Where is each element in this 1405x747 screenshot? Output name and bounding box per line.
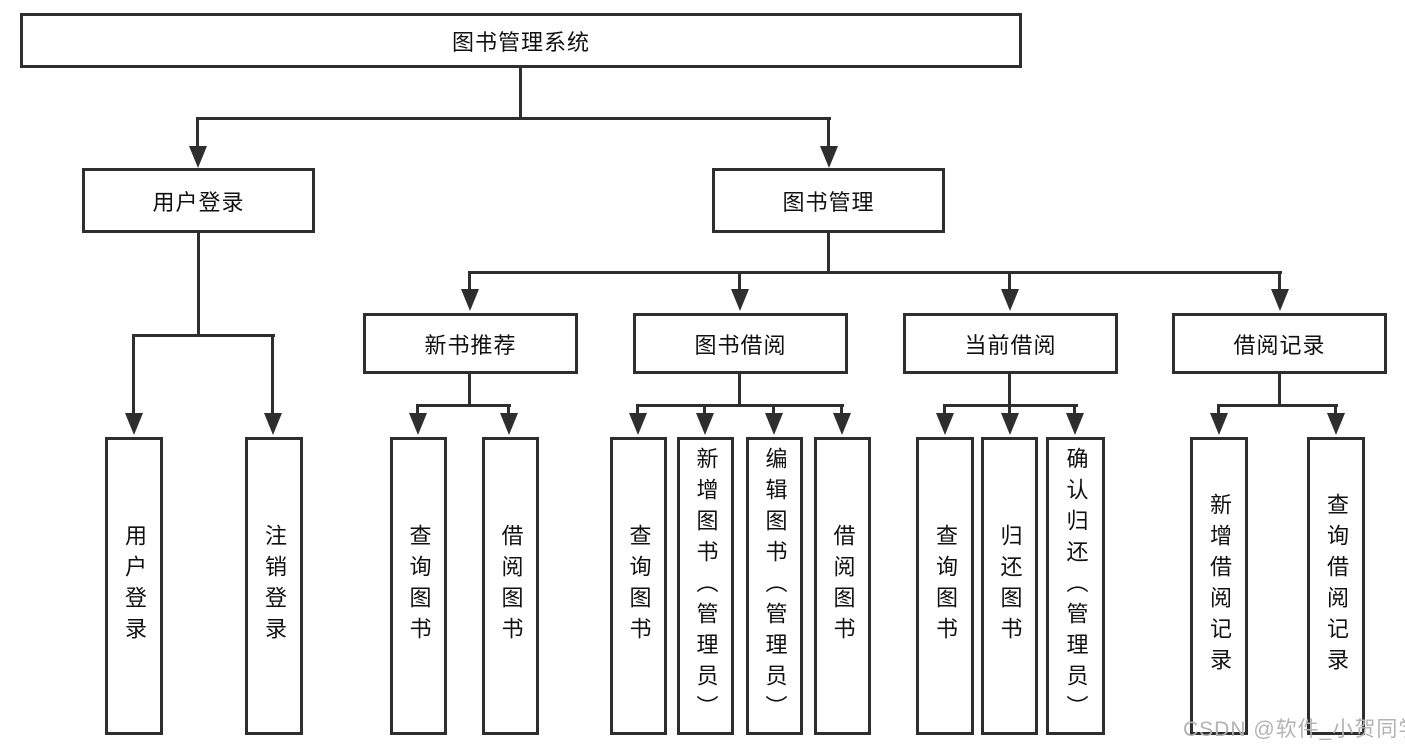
connector-line — [1278, 372, 1281, 407]
connector-line — [519, 66, 522, 119]
node-borrowing-records-label: 借阅记录 — [1233, 332, 1326, 358]
node-new-book-recommend: 新书推荐 — [363, 313, 578, 374]
arrow-down-icon — [196, 117, 199, 146]
node-new-book-recommend-label: 新书推荐 — [424, 332, 517, 358]
node-leaf-edit-books-admin: 编辑图书（管理员） — [746, 437, 803, 735]
connector-line — [133, 334, 275, 337]
node-book-borrowing: 图书借阅 — [633, 313, 848, 374]
node-leaf-query-borrow-record: 查询借阅记录 — [1307, 437, 1365, 735]
node-leaf-add-books-admin-label: 新增图书（管理员） — [693, 446, 719, 726]
node-leaf-confirm-return-admin-label: 确认归还（管理员） — [1063, 446, 1089, 726]
node-leaf-query-books-recommend: 查询图书 — [390, 437, 447, 735]
connector-line — [197, 233, 200, 337]
arrow-down-icon — [827, 117, 830, 146]
arrow-down-icon — [1008, 271, 1011, 289]
node-leaf-query-books-current: 查询图书 — [916, 437, 974, 735]
connector-line — [416, 404, 511, 407]
node-leaf-borrow-books-label: 借阅图书 — [830, 524, 856, 648]
arrow-down-icon — [772, 404, 775, 413]
node-leaf-query-books-current-label: 查询图书 — [933, 524, 958, 648]
node-current-borrowing-label: 当前借阅 — [964, 332, 1057, 358]
node-book-management-label: 图书管理 — [782, 189, 875, 215]
arrow-down-icon — [1334, 404, 1337, 413]
arrow-down-icon — [416, 404, 419, 413]
connector-line — [468, 372, 471, 407]
arrow-down-icon — [1278, 271, 1281, 289]
node-leaf-query-books-borrow-label: 查询图书 — [626, 524, 652, 648]
node-book-management: 图书管理 — [712, 168, 945, 233]
node-leaf-query-borrow-record-label: 查询借阅记录 — [1324, 493, 1349, 679]
node-leaf-query-books-recommend-label: 查询图书 — [406, 524, 432, 648]
node-leaf-borrow-books: 借阅图书 — [814, 437, 871, 735]
node-leaf-user-login: 用户登录 — [105, 437, 163, 735]
node-root-label: 图书管理系统 — [451, 29, 590, 55]
node-leaf-edit-books-admin-label: 编辑图书（管理员） — [762, 446, 788, 726]
connector-line — [197, 117, 831, 120]
node-leaf-return-books-label: 归还图书 — [997, 524, 1023, 648]
arrow-down-icon — [468, 271, 471, 289]
arrow-down-icon — [943, 404, 946, 413]
node-leaf-borrow-books-recommend-label: 借阅图书 — [498, 524, 524, 648]
node-leaf-add-books-admin: 新增图书（管理员） — [677, 437, 734, 735]
node-leaf-user-login-label: 用户登录 — [122, 524, 147, 648]
connector-line — [738, 372, 741, 407]
node-leaf-add-borrow-record: 新增借阅记录 — [1190, 437, 1248, 735]
arrow-down-icon — [271, 334, 274, 413]
node-root: 图书管理系统 — [20, 13, 1022, 68]
arrow-down-icon — [738, 271, 741, 289]
arrow-down-icon — [1217, 404, 1220, 413]
node-borrowing-records: 借阅记录 — [1172, 313, 1387, 374]
node-leaf-add-borrow-record-label: 新增借阅记录 — [1207, 493, 1232, 679]
watermark-text: CSDN @软件_小贺同学 — [1183, 718, 1405, 741]
node-user-login: 用户登录 — [82, 168, 315, 233]
node-leaf-query-books-borrow: 查询图书 — [610, 437, 667, 735]
connector-line — [1217, 404, 1338, 407]
node-leaf-return-books: 归还图书 — [981, 437, 1038, 735]
connector-line — [827, 233, 830, 274]
arrow-down-icon — [636, 404, 639, 413]
connector-line — [468, 271, 1282, 274]
connector-line — [1008, 372, 1011, 407]
arrow-down-icon — [132, 334, 135, 413]
node-user-login-label: 用户登录 — [152, 189, 245, 215]
node-book-borrowing-label: 图书借阅 — [694, 332, 787, 358]
connector-line — [636, 404, 844, 407]
node-leaf-logout-label: 注销登录 — [262, 524, 287, 648]
arrow-down-icon — [1008, 404, 1011, 413]
arrow-down-icon — [840, 404, 843, 413]
node-leaf-borrow-books-recommend: 借阅图书 — [482, 437, 539, 735]
arrow-down-icon — [507, 404, 510, 413]
node-current-borrowing: 当前借阅 — [903, 313, 1118, 374]
arrow-down-icon — [703, 404, 706, 413]
node-leaf-confirm-return-admin: 确认归还（管理员） — [1046, 437, 1105, 735]
node-leaf-logout: 注销登录 — [245, 437, 303, 735]
arrow-down-icon — [1073, 404, 1076, 413]
